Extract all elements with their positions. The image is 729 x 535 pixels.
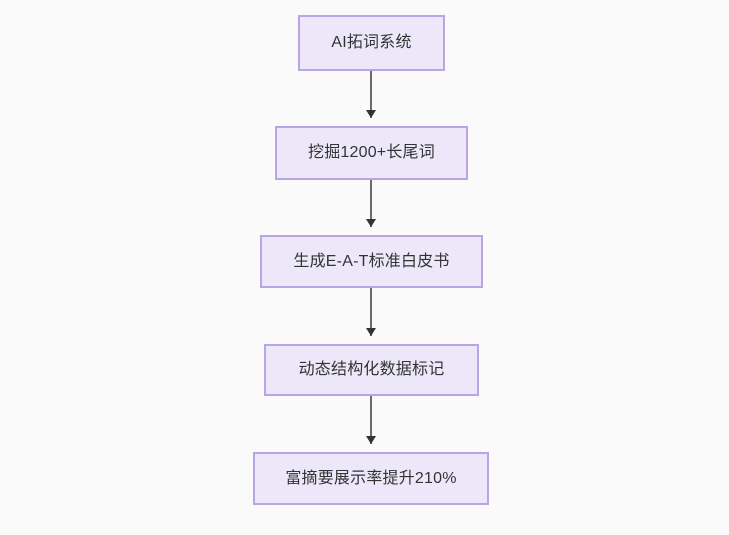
flow-node-mine-longtail-keywords[interactable]: 挖掘1200+长尾词	[275, 126, 468, 180]
edge-line	[370, 396, 372, 444]
flow-node-label: 富摘要展示率提升210%	[285, 469, 457, 487]
flow-node-label: 动态结构化数据标记	[298, 361, 445, 379]
arrow-head-icon	[366, 328, 376, 336]
arrow-head-icon	[366, 436, 376, 444]
flow-node-rich-snippet-impression-lift[interactable]: 富摘要展示率提升210%	[253, 452, 489, 505]
edge-line	[370, 71, 372, 118]
arrow-head-icon	[366, 219, 376, 227]
edge-line	[370, 180, 372, 227]
flow-node-generate-eat-whitepaper[interactable]: 生成E-A-T标准白皮书	[260, 235, 483, 288]
edge-line	[370, 288, 372, 336]
flow-node-label: AI拓词系统	[331, 34, 412, 52]
arrow-head-icon	[366, 110, 376, 118]
flow-node-label: 生成E-A-T标准白皮书	[293, 252, 450, 270]
flow-node-label: 挖掘1200+长尾词	[308, 144, 435, 162]
flow-node-ai-keyword-system[interactable]: AI拓词系统	[298, 15, 445, 71]
flow-node-dynamic-structured-data-markup[interactable]: 动态结构化数据标记	[264, 344, 479, 396]
